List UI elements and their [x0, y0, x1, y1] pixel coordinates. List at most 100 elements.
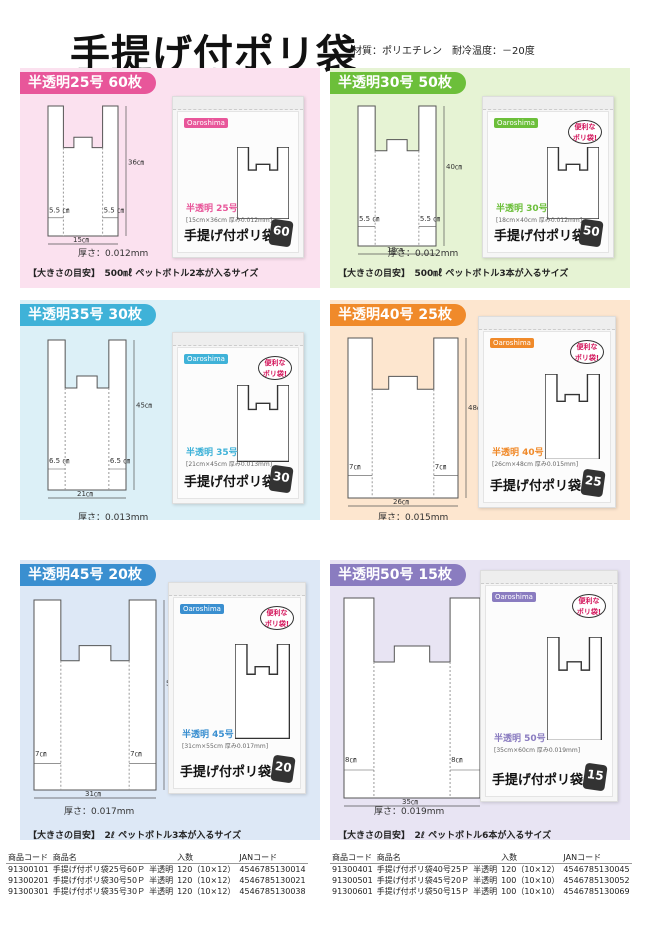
bag-dimension-diagram: 36㎝ 15㎝ 5.5 ㎝ 5.5 ㎝	[47, 105, 148, 264]
side-label-right: 5.5 ㎝	[420, 215, 440, 223]
product-panel: 半透明40号 25枚 48㎝ 26㎝ 7㎝ 7㎝ Oaroshima 便利なポリ…	[330, 300, 630, 520]
thickness-label: 厚さ：0.015mm	[378, 513, 449, 520]
package-tear-strip	[479, 317, 615, 330]
side-label-right: 8㎝	[451, 756, 462, 764]
bag-outline	[343, 597, 481, 799]
side-label-left: 5.5 ㎝	[49, 207, 69, 215]
package-window: Oaroshima 便利なポリ袋! 半透明 40号 [26cm×48cm 厚み0…	[483, 331, 611, 503]
package-brand: Oaroshima	[180, 604, 224, 614]
package-bag-illustration	[545, 373, 600, 460]
product-package-image: Oaroshima 便利なポリ袋! 半透明 30号 [18cm×40cm 厚み0…	[482, 96, 614, 258]
width-label: 21㎝	[77, 490, 93, 498]
package-bag-illustration	[235, 644, 290, 739]
package-product-name: 手提げ付ポリ袋	[494, 229, 586, 244]
package-spec: [18cm×40cm 厚み0.012mm]	[496, 217, 583, 224]
header-name: 商品名	[50, 852, 148, 864]
package-speech-bubble: 便利なポリ袋!	[570, 340, 604, 364]
thickness-label: 厚さ：0.013mm	[78, 513, 149, 520]
package-size-number: 半透明 30号	[496, 204, 548, 214]
package-count: 60	[268, 218, 294, 248]
width-label: 26㎝	[393, 498, 409, 506]
package-spec: [35cm×60cm 厚み0.019mm]	[494, 747, 581, 754]
thickness-label: 厚さ：0.012mm	[388, 249, 459, 259]
bag-outline	[347, 337, 459, 499]
product-panel: 半透明30号 50枚 40㎝ 18㎝ 5.5 ㎝ 5.5 ㎝ Oaroshima…	[330, 68, 630, 288]
package-window: Oaroshima 便利なポリ袋! 半透明 50号 [35cm×60cm 厚み0…	[485, 585, 613, 797]
size-badge: 半透明35号 30枚	[20, 304, 156, 326]
package-brand: Oaroshima	[494, 118, 538, 128]
package-size-number: 半透明 40号	[492, 448, 544, 458]
product-package-image: Oaroshima 便利なポリ袋! 半透明 40号 [26cm×48cm 厚み0…	[478, 316, 616, 508]
size-badge: 半透明30号 50枚	[330, 72, 466, 94]
height-label: 40㎝	[446, 163, 462, 171]
header-qty: 入数	[499, 852, 562, 864]
header-jan: JANコード	[237, 852, 308, 864]
side-label-left: 8㎝	[345, 756, 356, 764]
bag-dimension-diagram: 55㎝ 31㎝ 7㎝ 7㎝	[33, 599, 186, 818]
height-label: 48㎝	[468, 404, 484, 412]
package-speech-bubble: 便利なポリ袋!	[568, 120, 602, 144]
package-count: 20	[270, 754, 296, 784]
package-tear-strip	[483, 97, 613, 110]
package-size-number: 半透明 25号	[186, 204, 238, 214]
size-guide: 【大きさの目安】 2ℓ ペットボトル6本が入るサイズ	[338, 831, 552, 840]
size-badge: 半透明25号 60枚	[20, 72, 156, 94]
package-product-name: 手提げ付ポリ袋	[490, 479, 582, 494]
table-header: 商品コード 商品名 入数 JANコード	[6, 852, 308, 864]
product-panel: 半透明50号 15枚 60㎝ 35㎝ 8㎝ 8㎝ Oaroshima 便利なポリ…	[330, 560, 630, 840]
product-package-image: Oaroshima 半透明 25号 [15cm×36cm 厚み0.012mm] …	[172, 96, 304, 258]
package-brand: Oaroshima	[492, 592, 536, 602]
package-spec: [31cm×55cm 厚み0.017mm]	[182, 743, 269, 750]
size-badge: 半透明45号 20枚	[20, 564, 156, 586]
package-speech-bubble: 便利なポリ袋!	[260, 606, 294, 630]
package-tear-strip	[169, 583, 305, 596]
side-label-left: 7㎝	[349, 463, 360, 471]
package-count: 30	[268, 464, 294, 494]
package-count: 15	[582, 762, 608, 792]
side-label-left: 5.5 ㎝	[359, 215, 379, 223]
width-label: 18㎝	[387, 246, 403, 254]
package-spec: [26cm×48cm 厚み0.015mm]	[492, 461, 579, 468]
package-bag-illustration	[546, 147, 599, 220]
thickness-label: 厚さ：0.012mm	[78, 249, 149, 259]
header-qty: 入数	[175, 852, 238, 864]
width-label: 31㎝	[85, 790, 101, 798]
width-label: 15㎝	[73, 236, 89, 244]
package-bag-illustration	[547, 636, 602, 741]
product-panel: 半透明45号 20枚 55㎝ 31㎝ 7㎝ 7㎝ Oaroshima 便利なポリ…	[20, 560, 320, 840]
header-code: 商品コード	[6, 852, 51, 864]
size-badge: 半透明40号 25枚	[330, 304, 466, 326]
package-size-number: 半透明 35号	[186, 448, 238, 458]
thickness-label: 厚さ：0.019mm	[374, 807, 445, 817]
table-header: 商品コード 商品名 入数 JANコード	[330, 852, 632, 864]
bag-outline	[47, 105, 119, 237]
product-package-image: Oaroshima 便利なポリ袋! 半透明 45号 [31cm×55cm 厚み0…	[168, 582, 306, 794]
package-product-name: 手提げ付ポリ袋	[184, 229, 276, 244]
package-product-name: 手提げ付ポリ袋	[492, 773, 584, 788]
material-info: 材質：ポリエチレン 耐冷温度：－20度	[352, 46, 535, 57]
package-speech-bubble: 便利なポリ袋!	[572, 594, 606, 618]
width-label: 35㎝	[402, 798, 418, 806]
side-label-left: 6.5 ㎝	[49, 457, 69, 465]
size-guide: 【大きさの目安】 500㎖ ペットボトル2本が入るサイズ	[28, 269, 259, 279]
header-type	[147, 852, 176, 864]
package-bag-illustration	[236, 385, 289, 462]
package-product-name: 手提げ付ポリ袋	[180, 765, 272, 780]
package-speech-bubble: 便利なポリ袋!	[258, 356, 292, 380]
header-name: 商品名	[374, 852, 472, 864]
package-size-number: 半透明 45号	[182, 730, 234, 740]
package-window: Oaroshima 便利なポリ袋! 半透明 35号 [21cm×45cm 厚み0…	[177, 347, 299, 499]
bag-outline	[357, 105, 437, 247]
package-window: Oaroshima 半透明 25号 [15cm×36cm 厚み0.012mm] …	[177, 111, 299, 253]
header-jan: JANコード	[561, 852, 632, 864]
package-count: 50	[578, 218, 604, 248]
package-tear-strip	[173, 333, 303, 346]
header-code: 商品コード	[330, 852, 375, 864]
package-tear-strip	[481, 571, 617, 584]
